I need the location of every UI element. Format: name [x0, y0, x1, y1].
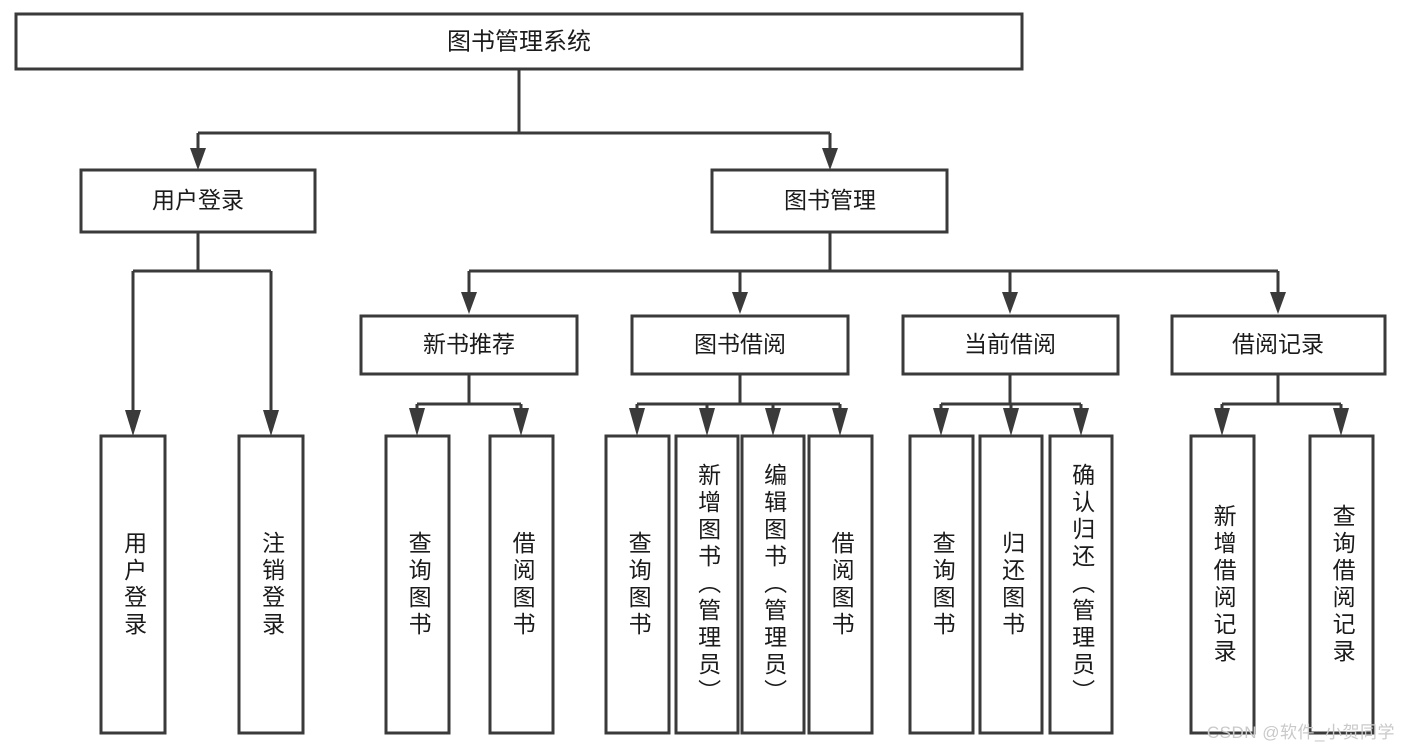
node-leaf-confirm-return-box[interactable]	[1048, 434, 1114, 735]
node-borrow-record-box[interactable]	[1170, 314, 1387, 376]
node-user-login-box[interactable]	[79, 168, 317, 234]
node-user-login[interactable]: 用户登录	[79, 168, 317, 234]
arrow-add-book	[699, 408, 715, 436]
node-user-login-label: 用户登录	[152, 187, 244, 213]
arrow-to-book-borrow	[732, 292, 748, 314]
node-root[interactable]: 图书管理系统	[14, 12, 1024, 71]
node-leaf-borrow-book-b-box[interactable]	[807, 434, 874, 735]
arrow-confirm-return	[1073, 408, 1089, 436]
node-book-borrow-label: 图书借阅	[694, 331, 786, 357]
arrow-root-to-user-login	[190, 148, 206, 170]
watermark: CSDN @软件_小贺同学	[1206, 723, 1395, 742]
arrow-add-record	[1214, 408, 1230, 436]
node-borrow-record-label: 借阅记录	[1232, 331, 1324, 357]
arrow-to-borrow-record	[1270, 292, 1286, 314]
node-leaf-borrow-book-a-box[interactable]	[488, 434, 555, 735]
node-new-book-rec-box[interactable]	[359, 314, 579, 376]
node-book-manage-label: 图书管理	[784, 187, 876, 213]
node-borrow-record[interactable]: 借阅记录	[1170, 314, 1387, 376]
arrow-to-new-book-rec	[461, 292, 477, 314]
node-leaf-return-book-box[interactable]	[978, 434, 1044, 735]
node-leaf-add-record-box[interactable]	[1189, 434, 1256, 735]
node-leaf-query-book-c-box[interactable]	[908, 434, 975, 735]
node-leaf-logout-box[interactable]	[237, 434, 305, 735]
arrow-edit-book	[765, 408, 781, 436]
node-book-manage[interactable]: 图书管理	[710, 168, 949, 234]
node-leaf-query-record-box[interactable]	[1308, 434, 1375, 735]
node-book-borrow[interactable]: 图书借阅	[630, 314, 850, 376]
arrow-return-book	[1003, 408, 1019, 436]
node-new-book-rec[interactable]: 新书推荐	[359, 314, 579, 376]
node-current-borrow-label: 当前借阅	[964, 331, 1056, 357]
arrow-borrow-book-a	[513, 408, 529, 436]
nodes-layer: 图书管理系统 用户登录 图书管理 新书推荐 图书借阅 当前借阅 借阅记录	[14, 12, 1387, 735]
node-leaf-add-book-box[interactable]	[674, 434, 740, 735]
arrow-query-book-c	[933, 408, 949, 436]
node-root-label: 图书管理系统	[447, 28, 591, 55]
node-leaf-query-book-b-box[interactable]	[604, 434, 671, 735]
node-book-borrow-box[interactable]	[630, 314, 850, 376]
edges-layer	[125, 69, 1349, 436]
arrow-to-current-borrow	[1002, 292, 1018, 314]
arrow-user-login-leaf	[125, 410, 141, 436]
node-new-book-rec-label: 新书推荐	[423, 331, 515, 357]
arrow-borrow-book-b	[832, 408, 848, 436]
arrow-query-record	[1333, 408, 1349, 436]
arrow-query-book-a	[409, 408, 425, 436]
node-leaf-query-book-a-box[interactable]	[384, 434, 451, 735]
node-root-box[interactable]	[14, 12, 1024, 71]
arrow-query-book-b	[629, 408, 645, 436]
node-current-borrow[interactable]: 当前借阅	[901, 314, 1120, 376]
node-leaf-user-login-box[interactable]	[99, 434, 167, 735]
node-current-borrow-box[interactable]	[901, 314, 1120, 376]
node-leaf-edit-book-box[interactable]	[740, 434, 806, 735]
node-book-manage-box[interactable]	[710, 168, 949, 234]
arrow-logout-leaf	[263, 410, 279, 436]
arrow-root-to-book-manage	[822, 148, 838, 170]
